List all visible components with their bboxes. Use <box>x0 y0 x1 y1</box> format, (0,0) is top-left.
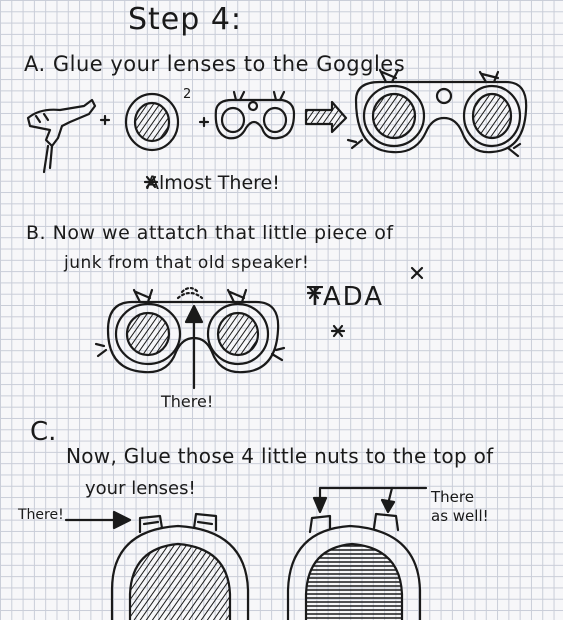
there-label-left: There! <box>18 507 64 523</box>
glue-gun-icon <box>26 98 97 174</box>
almost-there-note: Almost There! <box>146 172 280 194</box>
arrow-up-icon <box>184 304 204 390</box>
tada-exclamation: TADA <box>307 282 384 312</box>
lens-icon <box>124 92 180 152</box>
plus-icon <box>198 116 210 128</box>
arrow-right-icon <box>64 510 132 530</box>
arrow-right-icon <box>304 100 348 134</box>
lens-closeup-left-icon <box>110 512 250 620</box>
star-doodle-icon <box>306 266 424 338</box>
finished-goggles-icon <box>346 68 528 158</box>
step-c-instruction-line1: Now, Glue those 4 little nuts to the top… <box>66 444 494 468</box>
plus-icon <box>99 114 111 126</box>
step-a-instruction: A. Glue your lenses to the Goggles <box>24 52 406 76</box>
small-goggles-frame-icon <box>214 90 296 140</box>
there-as-well-label-line1: There <box>431 488 474 506</box>
step-b-instruction-line2: junk from that old speaker! <box>64 253 310 273</box>
lens-closeup-right-icon <box>286 512 422 620</box>
pointer-bracket-arrows-icon <box>312 486 428 514</box>
there-as-well-label-line2: as well! <box>431 507 489 525</box>
step-c-instruction-line2: your lenses! <box>85 478 196 499</box>
there-label-speaker: There! <box>161 392 214 411</box>
step-b-instruction-line1: B. Now we attatch that little piece of <box>26 222 394 244</box>
goggles-with-speaker-icon <box>94 286 286 374</box>
exponent-two: 2 <box>183 87 191 102</box>
step-c-label: C. <box>30 417 57 447</box>
step-title: Step 4: <box>128 2 243 37</box>
star-doodle-icon <box>143 175 159 189</box>
